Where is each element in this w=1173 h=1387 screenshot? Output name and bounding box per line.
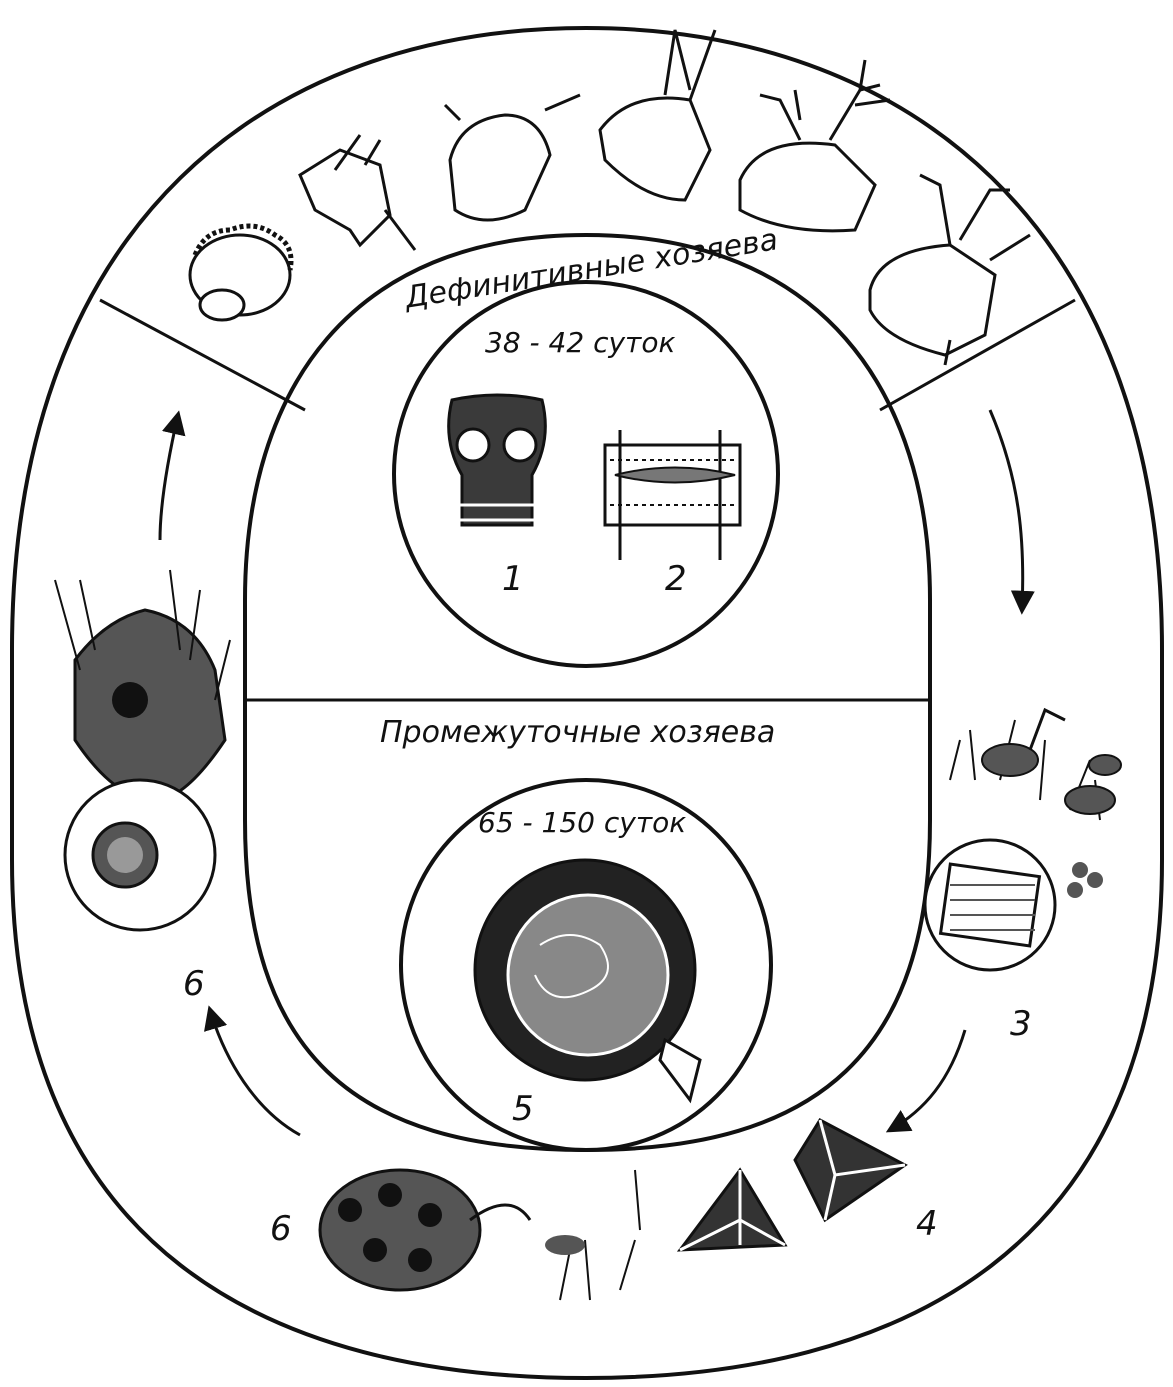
scolex-icon [449, 395, 546, 535]
moose-head-icon [870, 175, 1030, 365]
onchosphere-segment-icon [925, 840, 1103, 970]
intermediate-duration: 65 - 150 суток [478, 806, 686, 839]
sheep-head-icon [190, 226, 291, 320]
definitive-duration: 38 - 42 суток [485, 326, 675, 359]
divider-upper-left [100, 300, 305, 410]
arrow-left-up [160, 415, 178, 540]
donkey-head-icon [600, 30, 715, 200]
grass-with-eggs-icon [950, 710, 1121, 820]
label-1: 1 [502, 559, 524, 599]
label-6-left: 6 [183, 964, 205, 1004]
goat-head-icon [300, 135, 415, 250]
arrow-lower-left [210, 1010, 300, 1135]
label-6-bottom: 6 [270, 1209, 292, 1249]
mite-in-grass-icon [320, 1170, 640, 1300]
oribatid-mite-eggs-icon [680, 1120, 905, 1250]
arrow-right-down [990, 410, 1023, 610]
deer-head-icon [740, 60, 890, 231]
label-5: 5 [512, 1089, 534, 1129]
intermediate-hosts-title: Промежуточные хозяева [380, 715, 775, 750]
label-3: 3 [1010, 1004, 1032, 1044]
proglottid-icon [605, 430, 740, 560]
mite-with-cysticercoid-icon [55, 570, 230, 930]
arrow-lower-right [890, 1030, 965, 1130]
label-4: 4 [916, 1204, 938, 1244]
cysticercoid-icon [475, 860, 700, 1100]
label-2: 2 [665, 559, 687, 599]
cow-head-icon [445, 95, 580, 220]
